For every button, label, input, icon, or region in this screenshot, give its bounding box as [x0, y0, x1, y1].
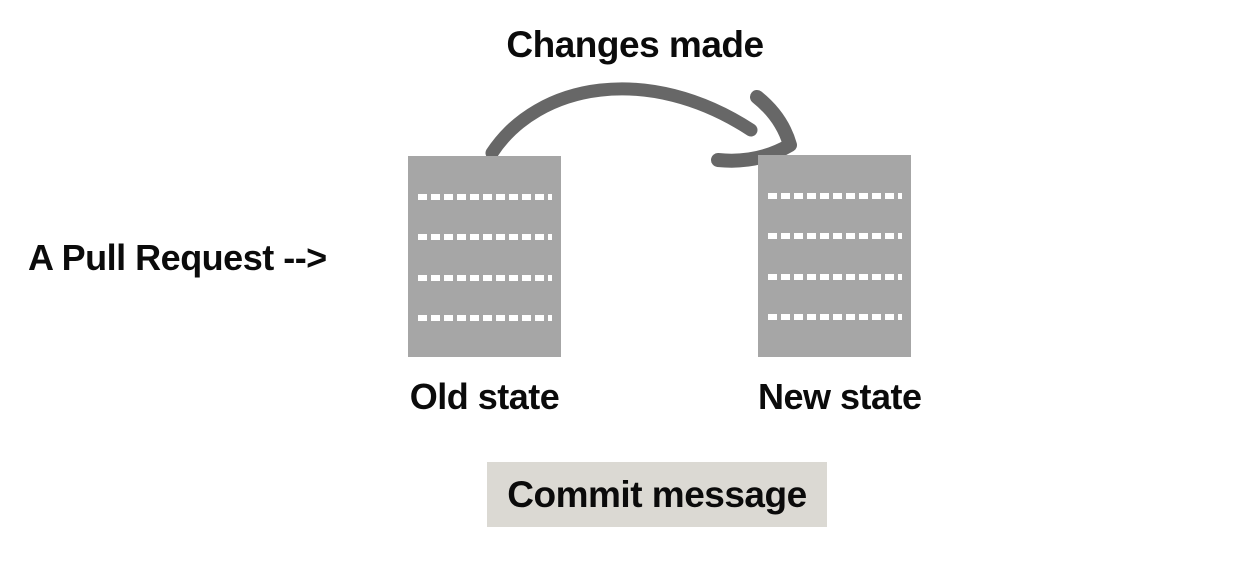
dashed-text-line	[768, 193, 902, 199]
commit-message-label: Commit message	[507, 473, 807, 515]
dashed-text-line	[418, 234, 552, 240]
document-dashed-lines	[758, 155, 911, 357]
old-state-label: Old state	[409, 376, 560, 417]
curved-arrow-icon	[485, 82, 797, 168]
dashed-text-line	[418, 194, 552, 200]
dashed-text-line	[418, 275, 552, 281]
commit-message-box: Commit message	[487, 462, 827, 527]
dashed-text-line	[768, 314, 902, 320]
dashed-text-line	[768, 233, 902, 239]
old-state-document	[408, 156, 561, 357]
new-state-document	[758, 155, 911, 357]
dashed-text-line	[418, 315, 552, 321]
changes-made-title: Changes made	[506, 24, 764, 65]
dashed-text-line	[768, 274, 902, 280]
pull-request-label: A Pull Request -->	[28, 237, 327, 278]
new-state-label: New state	[758, 376, 922, 417]
document-dashed-lines	[408, 156, 561, 357]
